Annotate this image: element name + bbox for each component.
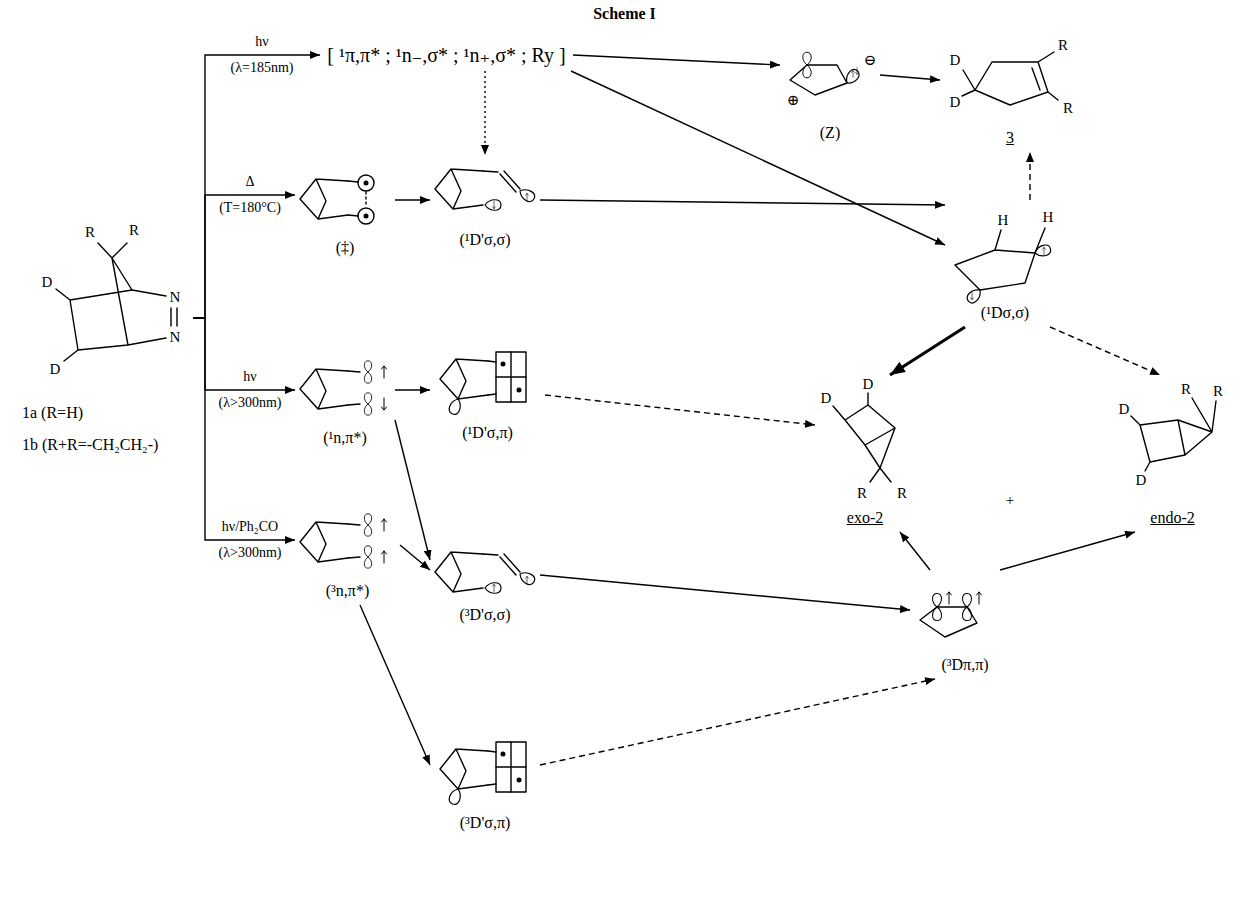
atom-label: R: [85, 224, 95, 240]
reaction-arrow: [400, 545, 430, 570]
species-node: (Z): [780, 35, 880, 147]
atom-label: H: [998, 212, 1009, 228]
species-node: (¹D'σ,σ): [430, 155, 540, 254]
species-node: (¹n,π*): [295, 355, 395, 452]
singlet-sigma-pi-biradical: [440, 352, 526, 416]
zwitterion-structure: [790, 52, 861, 95]
atom-label: R: [1063, 100, 1073, 116]
species-label: (‡): [301, 238, 389, 258]
endo-bicyclopentane-structure: [1131, 398, 1216, 471]
species-node: (³D'σ,σ): [430, 540, 540, 629]
atom-label: D: [950, 52, 961, 68]
atom-label: +: [1006, 492, 1014, 508]
reaction-arrow: [571, 71, 945, 245]
atom-label: H: [1043, 209, 1054, 225]
species-label: (¹D'σ,σ): [436, 230, 534, 250]
atom-label: N: [170, 329, 181, 345]
species-label: (³D'σ,π): [436, 813, 534, 833]
atom-label: D: [1119, 401, 1130, 417]
species-node: (³D'σ,π): [430, 735, 540, 837]
species-label: (Z): [786, 123, 874, 143]
atom-label: R: [1213, 383, 1223, 399]
cyclopentene-structure: [962, 52, 1058, 105]
atom-label: D: [821, 390, 832, 406]
atom-label: N: [170, 289, 181, 305]
atom-label: R: [1181, 381, 1191, 397]
species-label: [ ¹π,π* ; ¹n₋,σ* ; ¹n₊,σ* ; Ry ]: [326, 43, 567, 67]
species-label: 1a (R=H): [22, 403, 179, 423]
condition-label: hν (λ>300nm): [200, 364, 300, 416]
species-label: (¹n,π*): [301, 428, 389, 448]
triplet-biradical-structure: [920, 592, 982, 637]
atom-label: D: [863, 376, 874, 392]
atom-label: R: [1058, 37, 1068, 53]
condition-label: hν/Ph₂CO (λ>300nm): [200, 514, 300, 566]
transition-state-structure: [300, 175, 374, 224]
reaction-arrow: [395, 199, 430, 200]
triplet-n-pi-structure: [300, 514, 387, 568]
atom-label: ⊖: [864, 52, 877, 68]
triplet-sigma-pi-biradical: [440, 742, 526, 806]
singlet-biradical-structure: [955, 228, 1052, 305]
reaction-arrow: [540, 200, 945, 205]
condition-label: hν (λ=185nm): [212, 29, 312, 81]
atom-label: D: [950, 94, 961, 110]
species-label: (¹D'σ,π): [436, 423, 539, 443]
reaction-arrow: [1050, 327, 1160, 375]
species-node: (¹D'σ,π): [430, 345, 545, 447]
reaction-arrow: [890, 327, 965, 375]
species-node: (‡): [295, 165, 395, 262]
atom-label: R: [897, 485, 907, 501]
atom-label: R: [129, 222, 139, 238]
atom-label: D: [1136, 472, 1147, 488]
species-node: (³n,π*): [295, 510, 400, 605]
reaction-arrow: [540, 575, 910, 610]
species-node: [ ¹π,π* ; ¹n₋,σ* ; ¹n₊,σ* ; Ry ]: [320, 40, 573, 71]
singlet-n-pi-structure: [300, 361, 387, 415]
reaction-arrow: [540, 679, 935, 765]
atom-label: R: [857, 485, 867, 501]
species-label: (³n,π*): [301, 581, 394, 601]
atom-label: D: [42, 274, 53, 290]
species-label: 3: [946, 128, 1074, 148]
species-label: 1b (R+R=-CH₂CH₂-): [22, 435, 179, 455]
reaction-arrow: [484, 71, 485, 155]
reaction-arrow: [395, 420, 430, 560]
atom-label: D: [50, 361, 61, 377]
species-label: (¹Dσ,σ): [951, 303, 1059, 323]
reaction-arrow: [545, 395, 815, 425]
triplet-diazenyl-biradical: [435, 552, 536, 593]
reaction-arrow: [1000, 532, 1135, 570]
atom-label: ⊕: [787, 92, 800, 108]
exo-bicyclopentane-structure: [833, 393, 895, 482]
species-node: 1a (R=H) 1b (R+R=-CH₂CH₂-): [8, 225, 193, 459]
arrow-group: [193, 55, 1160, 765]
reaction-arrow: [900, 532, 930, 570]
reaction-arrow: [193, 55, 320, 318]
species-label: (³Dπ,π): [916, 655, 1014, 675]
reaction-arrow: [1029, 152, 1030, 200]
condition-label: Δ (T=180°C): [200, 169, 300, 221]
species-label: endo-2: [1116, 508, 1229, 528]
species-label: exo-2: [821, 508, 909, 528]
reaction-arrow: [880, 75, 940, 80]
reaction-arrow: [360, 605, 430, 765]
species-label: (³D'σ,σ): [436, 605, 534, 625]
reaction-arrow: [395, 389, 430, 390]
reaction-arrow: [573, 55, 780, 65]
species-node: (³Dπ,π): [910, 570, 1020, 679]
reaction-arrow: [193, 318, 295, 540]
scheme-title: Scheme I: [0, 4, 1249, 24]
diazabicycloheptene-structure: [56, 243, 177, 361]
singlet-diazenyl-biradical: [435, 169, 536, 210]
